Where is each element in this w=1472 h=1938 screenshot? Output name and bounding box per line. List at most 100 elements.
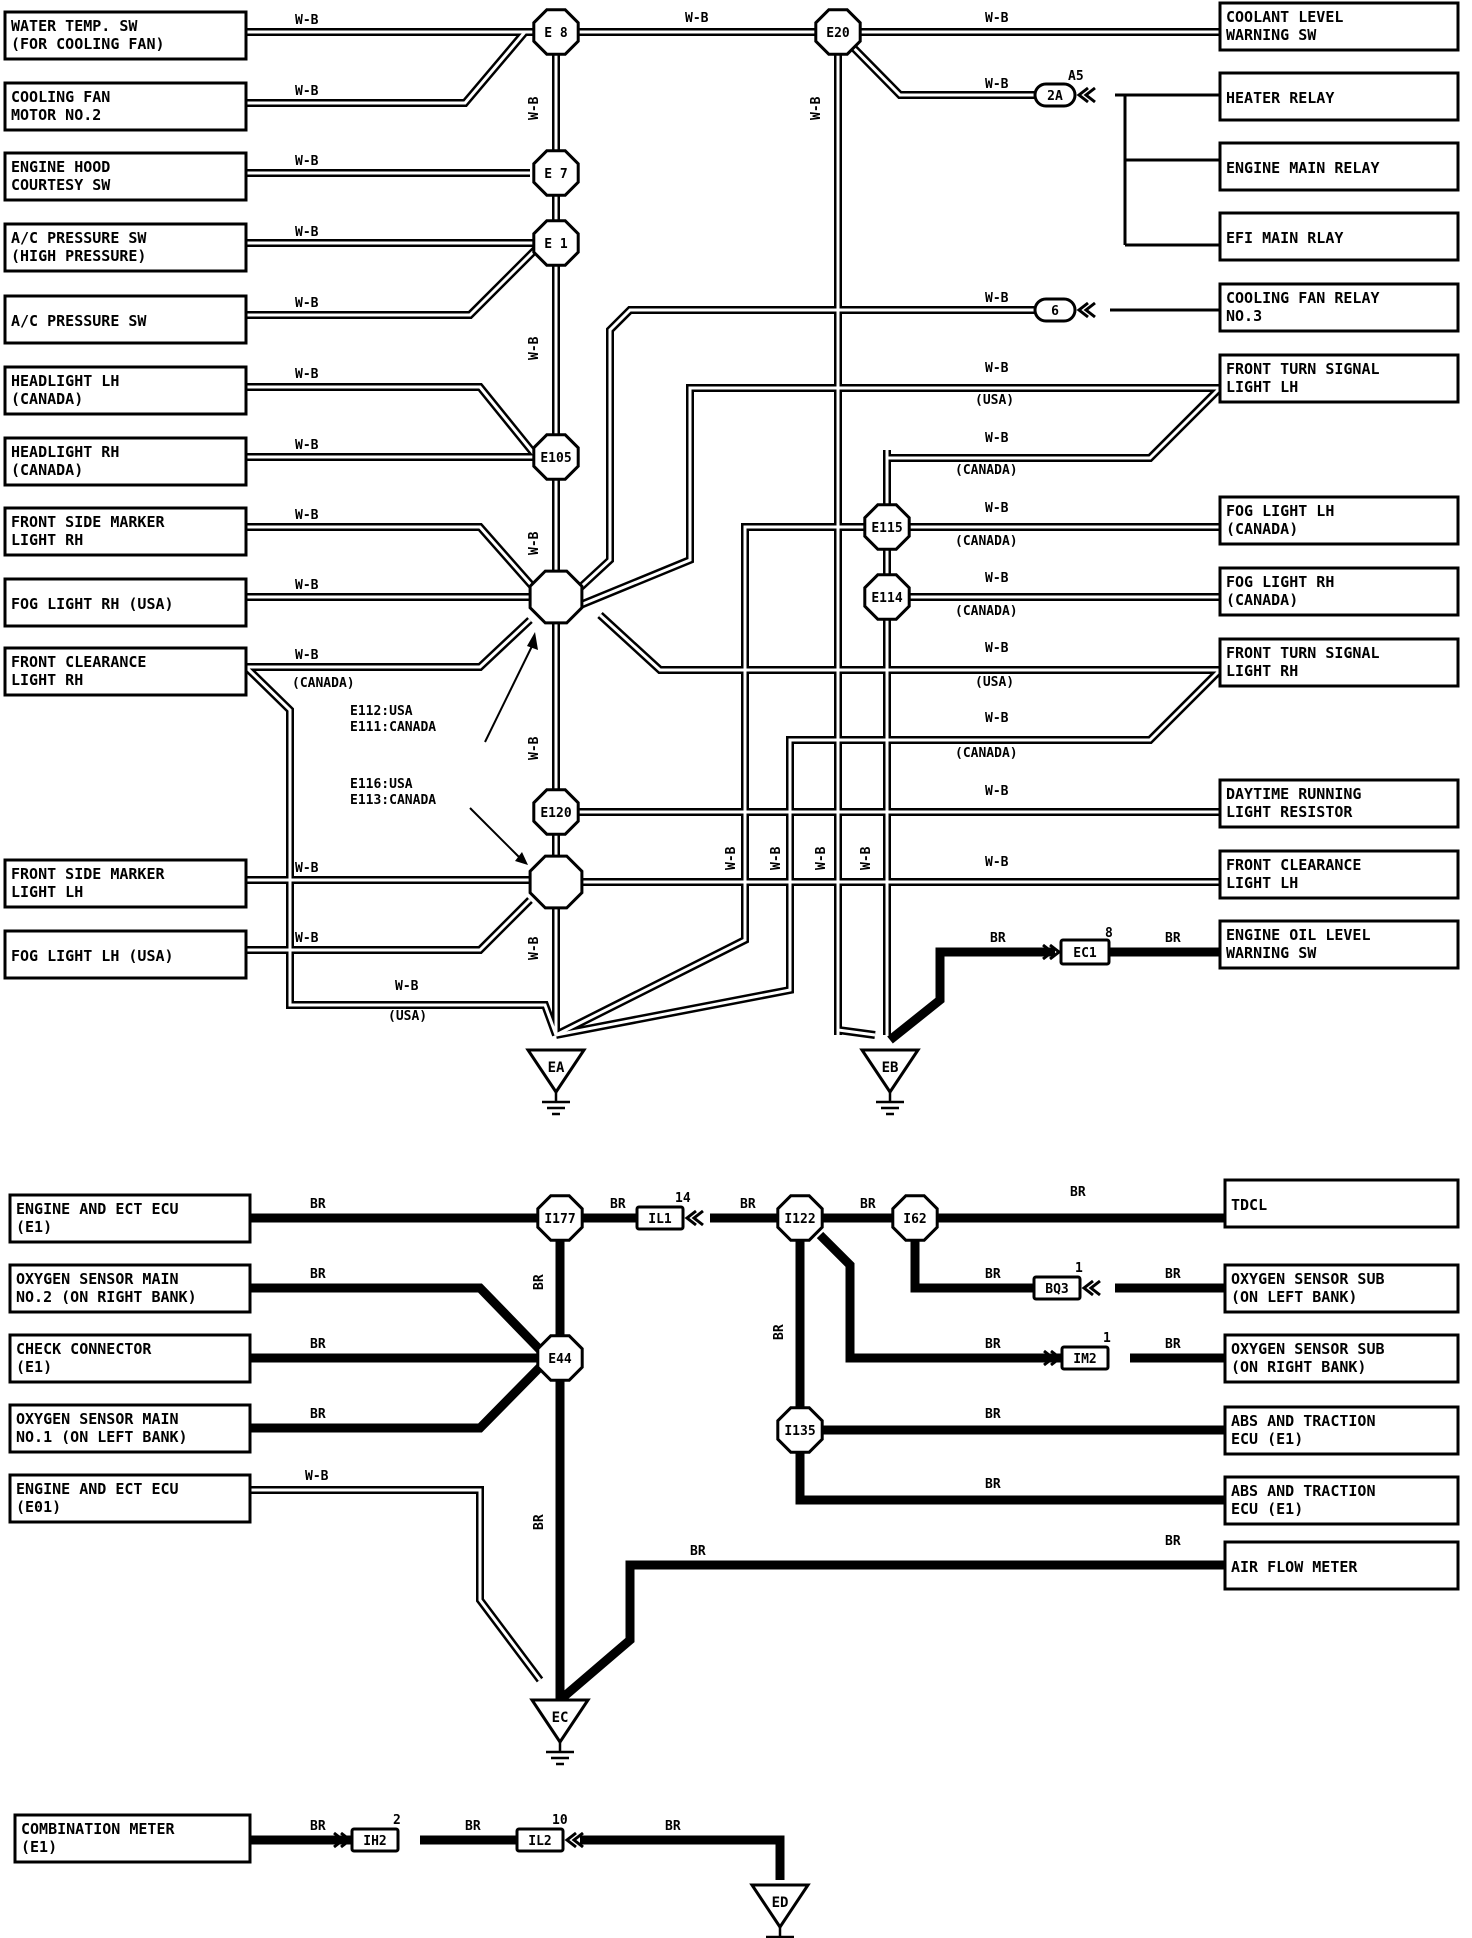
svg-text:1: 1 xyxy=(1103,1331,1111,1346)
svg-text:(CANADA): (CANADA) xyxy=(11,390,83,408)
svg-text:W-B: W-B xyxy=(295,84,319,99)
svg-text:8: 8 xyxy=(1105,926,1113,941)
svg-text:(CANADA): (CANADA) xyxy=(1226,520,1298,538)
junction-i177: I177 xyxy=(536,1194,584,1242)
svg-text:W-B: W-B xyxy=(985,431,1009,446)
svg-text:WARNING SW: WARNING SW xyxy=(1226,944,1317,962)
svg-text:BR: BR xyxy=(985,1407,1001,1422)
svg-text:W-B: W-B xyxy=(295,438,319,453)
svg-text:BR: BR xyxy=(990,931,1006,946)
svg-text:IL1: IL1 xyxy=(648,1212,672,1227)
svg-text:(CANADA): (CANADA) xyxy=(955,463,1018,478)
component-air-flow-meter: AIR FLOW METER xyxy=(1223,1540,1460,1591)
junction-e105: E105 xyxy=(532,433,580,481)
br-wires xyxy=(250,947,1225,1880)
svg-text:OXYGEN SENSOR SUB: OXYGEN SENSOR SUB xyxy=(1231,1340,1385,1358)
svg-text:(CANADA): (CANADA) xyxy=(1226,591,1298,609)
junction-i62: I62 xyxy=(891,1194,939,1242)
component-ac-pressure-sw-high: A/C PRESSURE SW(HIGH PRESSURE) xyxy=(3,222,248,273)
svg-text:ABS AND TRACTION: ABS AND TRACTION xyxy=(1231,1482,1376,1500)
component-oxygen-sensor-sub-left: OXYGEN SENSOR SUB(ON LEFT BANK) xyxy=(1223,1263,1460,1314)
svg-text:MOTOR NO.2: MOTOR NO.2 xyxy=(11,106,101,124)
svg-text:I177: I177 xyxy=(544,1212,575,1227)
svg-text:LIGHT RH: LIGHT RH xyxy=(11,531,83,549)
svg-text:BR: BR xyxy=(740,1197,756,1212)
svg-text:BR: BR xyxy=(532,1274,547,1290)
svg-text:HEADLIGHT RH: HEADLIGHT RH xyxy=(11,443,119,461)
svg-text:W-B: W-B xyxy=(985,784,1009,799)
svg-text:BR: BR xyxy=(1070,1185,1086,1200)
component-engine-ect-ecu-e01: ENGINE AND ECT ECU(E01) xyxy=(8,1473,252,1524)
svg-text:BR: BR xyxy=(985,1337,1001,1352)
svg-text:W-B: W-B xyxy=(395,979,419,994)
svg-text:BR: BR xyxy=(1165,1267,1181,1282)
svg-text:(CANADA): (CANADA) xyxy=(955,604,1018,619)
bus-extras xyxy=(1110,93,1220,312)
svg-text:W-B: W-B xyxy=(985,855,1009,870)
svg-text:AIR FLOW METER: AIR FLOW METER xyxy=(1231,1558,1358,1576)
svg-text:COOLING FAN: COOLING FAN xyxy=(11,88,110,106)
svg-text:NO.3: NO.3 xyxy=(1226,307,1262,325)
svg-text:HEADLIGHT LH: HEADLIGHT LH xyxy=(11,372,119,390)
svg-text:(E1): (E1) xyxy=(16,1358,52,1376)
svg-text:W-B: W-B xyxy=(985,11,1009,26)
svg-text:1: 1 xyxy=(1075,1261,1083,1276)
svg-text:I62: I62 xyxy=(903,1212,926,1227)
svg-text:LIGHT LH: LIGHT LH xyxy=(11,883,83,901)
svg-text:LIGHT RH: LIGHT RH xyxy=(1226,662,1298,680)
svg-text:W-B: W-B xyxy=(527,736,542,760)
svg-text:E112:USA: E112:USA xyxy=(350,704,413,719)
svg-text:ECU (E1): ECU (E1) xyxy=(1231,1500,1303,1518)
component-check-connector: CHECK CONNECTOR(E1) xyxy=(8,1333,252,1384)
svg-text:BR: BR xyxy=(310,1819,326,1834)
svg-text:(ON LEFT BANK): (ON LEFT BANK) xyxy=(1231,1288,1357,1306)
svg-text:NO.2 (ON RIGHT BANK): NO.2 (ON RIGHT BANK) xyxy=(16,1288,197,1306)
svg-text:BR: BR xyxy=(860,1197,876,1212)
svg-text:WATER TEMP. SW: WATER TEMP. SW xyxy=(11,17,138,35)
svg-text:ENGINE OIL LEVEL: ENGINE OIL LEVEL xyxy=(1226,926,1371,944)
svg-text:ED: ED xyxy=(772,1895,789,1911)
svg-text:A5: A5 xyxy=(1068,69,1084,84)
component-fog-light-rh-usa: FOG LIGHT RH (USA) xyxy=(3,577,248,628)
svg-text:W-B: W-B xyxy=(527,936,542,960)
svg-text:W-B: W-B xyxy=(769,846,784,870)
junction-e20: E20 xyxy=(814,8,862,56)
svg-text:ENGINE AND ECT ECU: ENGINE AND ECT ECU xyxy=(16,1480,179,1498)
svg-text:E120: E120 xyxy=(540,806,571,821)
component-engine-main-relay: ENGINE MAIN RELAY xyxy=(1218,141,1460,192)
svg-text:(CANADA): (CANADA) xyxy=(292,676,355,691)
svg-text:FOG LIGHT RH: FOG LIGHT RH xyxy=(1226,573,1334,591)
callouts: E112:USA E111:CANADA E116:USA E113:CANAD… xyxy=(350,632,538,865)
svg-text:W-B: W-B xyxy=(985,77,1009,92)
component-boxes: WATER TEMP. SW(FOR COOLING FAN) COOLING … xyxy=(3,1,1460,1864)
svg-text:W-B: W-B xyxy=(295,154,319,169)
svg-text:LIGHT RH: LIGHT RH xyxy=(11,671,83,689)
svg-text:FRONT CLEARANCE: FRONT CLEARANCE xyxy=(11,653,146,671)
svg-text:(CANADA): (CANADA) xyxy=(955,746,1018,761)
svg-text:LIGHT RESISTOR: LIGHT RESISTOR xyxy=(1226,803,1353,821)
svg-text:BR: BR xyxy=(665,1819,681,1834)
svg-text:FOG LIGHT LH: FOG LIGHT LH xyxy=(1226,502,1334,520)
svg-text:COMBINATION METER: COMBINATION METER xyxy=(21,1820,175,1838)
svg-text:(FOR COOLING FAN): (FOR COOLING FAN) xyxy=(11,35,165,53)
svg-text:OXYGEN SENSOR MAIN: OXYGEN SENSOR MAIN xyxy=(16,1410,179,1428)
component-ac-pressure-sw: A/C PRESSURE SW xyxy=(3,294,248,345)
svg-text:W-B: W-B xyxy=(295,578,319,593)
svg-text:LIGHT LH: LIGHT LH xyxy=(1226,378,1298,396)
